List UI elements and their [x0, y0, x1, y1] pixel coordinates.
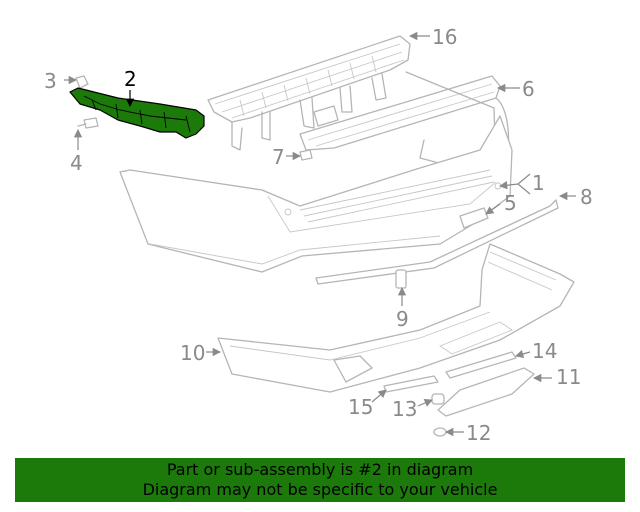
callout-1: 1: [532, 171, 545, 195]
part-3-push-pin[interactable]: [75, 75, 89, 89]
callout-2: 2: [124, 67, 137, 91]
part-10-lower-valance[interactable]: [217, 243, 575, 393]
callout-7: 7: [272, 145, 285, 169]
callout-12: 12: [466, 421, 491, 445]
callout-15: 15: [348, 395, 373, 419]
callout-8: 8: [580, 185, 593, 209]
part-15-lamp[interactable]: [383, 375, 439, 393]
part-9-clip[interactable]: [395, 269, 407, 289]
part-7-fastener[interactable]: [299, 149, 313, 161]
fitment-notice-banner: Part or sub-assembly is #2 in diagram Di…: [15, 458, 625, 502]
callout-10: 10: [180, 341, 205, 365]
callout-4: 4: [70, 151, 83, 175]
callout-3: 3: [44, 69, 57, 93]
parts-diagram: 16 6 3 2 4 7 1 5 8 9 10 14 11 15 13 12: [44, 25, 593, 445]
leader-lines: [64, 31, 576, 437]
callout-11: 11: [556, 365, 581, 389]
notice-line-part: Part or sub-assembly is #2 in diagram: [166, 460, 474, 479]
part-2-bracket-highlighted[interactable]: [69, 87, 205, 139]
callout-6: 6: [522, 77, 535, 101]
callout-9: 9: [396, 307, 409, 331]
part-8-molding[interactable]: [315, 199, 559, 285]
callout-13: 13: [392, 397, 417, 421]
callout-5: 5: [504, 191, 517, 215]
callout-numbers: 16 6 3 2 4 7 1 5 8 9 10 14 11 15 13 12: [44, 25, 593, 445]
part-4-bolt[interactable]: [77, 117, 99, 129]
part-16-impact-bar[interactable]: [207, 35, 411, 151]
callout-16: 16: [432, 25, 457, 49]
part-1-bumper-cover[interactable]: [119, 115, 513, 273]
notice-line-disclaimer: Diagram may not be specific to your vehi…: [142, 480, 498, 499]
callout-14: 14: [532, 339, 557, 363]
part-13-grommet[interactable]: [431, 393, 445, 405]
part-5-clip[interactable]: [459, 207, 489, 229]
part-12-clip[interactable]: [433, 427, 447, 437]
